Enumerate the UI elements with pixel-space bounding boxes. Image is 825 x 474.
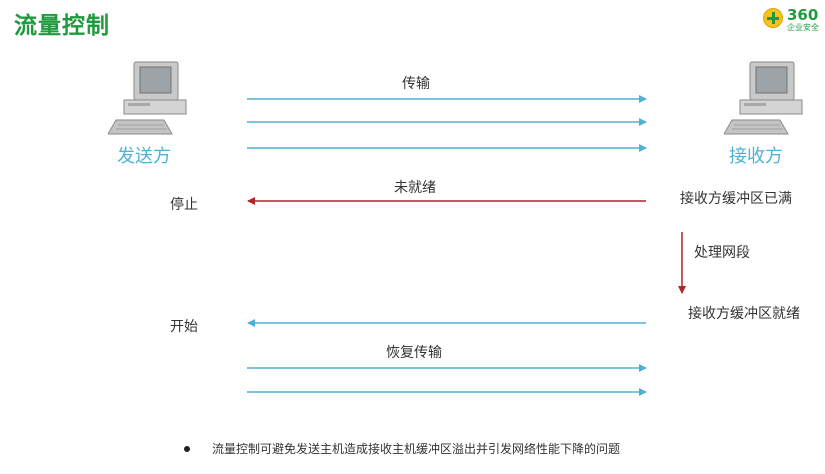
summary-text: 流量控制可避免发送主机造成接收主机缓冲区溢出并引发网络性能下降的问题: [212, 442, 621, 456]
buffer-full-label: 接收方缓冲区已满: [680, 191, 792, 207]
logo-mark-icon: [763, 8, 783, 28]
not-ready-label: 未就绪: [394, 180, 436, 196]
page-title: 流量控制: [14, 13, 110, 39]
logo-number: 360: [787, 6, 819, 24]
sender-label: 发送方: [117, 146, 171, 167]
logo-subtitle: 企业安全: [787, 23, 819, 32]
summary-bullet: 流量控制可避免发送主机造成接收主机缓冲区溢出并引发网络性能下降的问题: [184, 440, 620, 457]
brand-logo: 360 企业安全: [763, 6, 825, 32]
bullet-dot-icon: [184, 445, 190, 452]
start-label: 开始: [170, 319, 198, 335]
sender-computer-icon: [108, 58, 192, 138]
stop-label: 停止: [170, 197, 198, 213]
transmit-label: 传输: [402, 76, 430, 92]
resume-label: 恢复传输: [386, 345, 442, 361]
buffer-ready-label: 接收方缓冲区就绪: [688, 306, 800, 322]
process-segment-label: 处理网段: [694, 245, 750, 261]
receiver-computer-icon: [724, 58, 808, 138]
receiver-label: 接收方: [729, 146, 783, 167]
